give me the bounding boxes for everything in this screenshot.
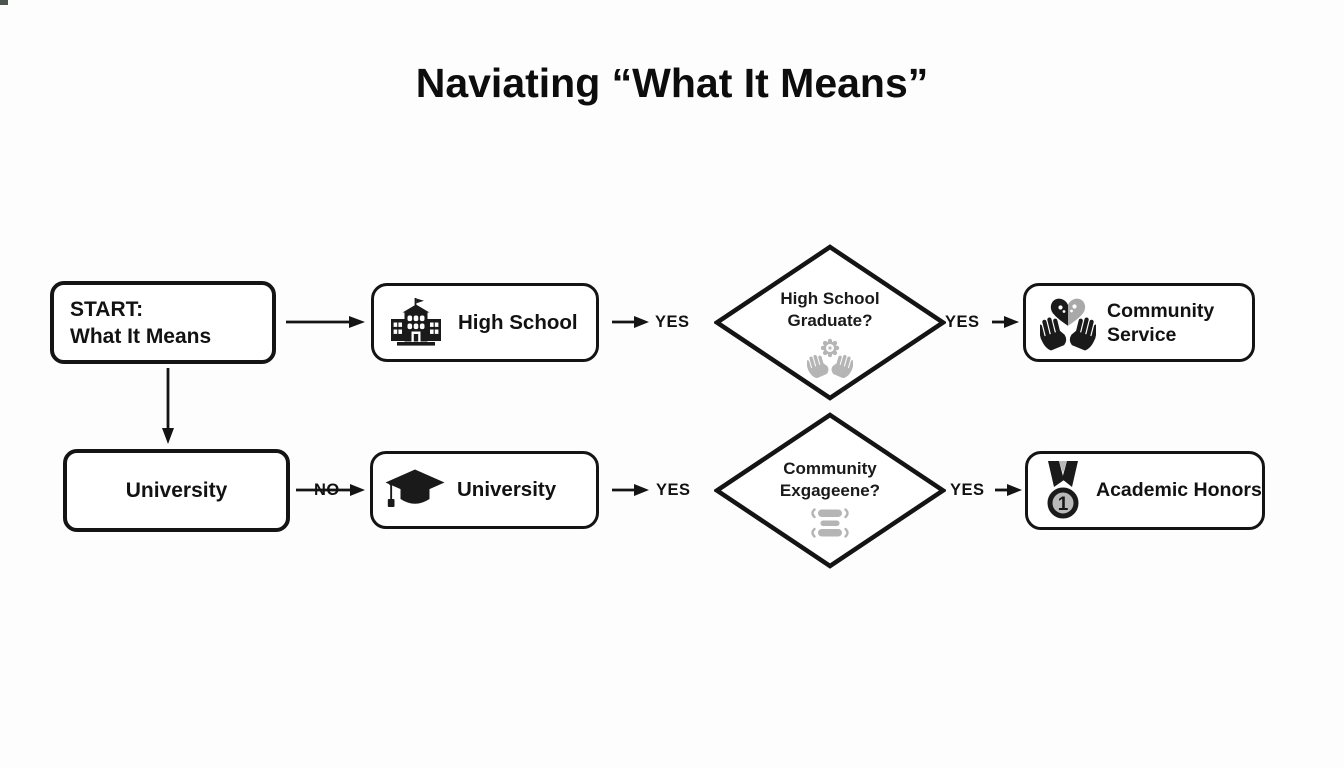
academic-honors-node: 1 Academic Honors [1025,451,1265,530]
start-node-line2: What It Means [70,324,212,348]
decision1-line2: Graduate? [787,310,873,330]
edge-label-yes-4: YES [950,481,985,499]
hands-holding-badge-icon [807,338,853,378]
edge-artifact [0,0,8,5]
high-school-node: High School [371,283,599,362]
hands-holding-heart-icon [1040,292,1096,354]
academic-honors-label: Academic Honors [1096,479,1262,501]
university-label: University [457,478,557,501]
university-entry-node: University [63,449,290,532]
arrow-university-to-decision [612,484,649,496]
arrow-no-university [296,484,365,496]
arrow-start-to-university [162,368,174,444]
community-service-node: Community Service [1023,283,1255,362]
university-entry-label: University [125,478,228,502]
first-place-medal-icon: 1 [1041,460,1085,522]
page-title: Naviating “What It Means” [415,60,929,106]
edge-label-yes-1: YES [655,313,690,331]
edge-label-yes-2: YES [945,313,980,331]
edge-label-yes-3: YES [656,481,691,499]
graduation-cap-icon [384,468,446,512]
scroll-list-icon [808,507,852,540]
start-node: START: What It Means [50,281,276,364]
arrow-start-to-high-school [286,316,365,328]
decision2-line1: Community [783,458,877,478]
school-building-icon [387,297,445,349]
university-node: University [370,451,599,529]
high-school-label: High School [458,310,578,334]
edge-label-no: NO [314,481,340,499]
community-service-line1: Community [1107,299,1215,322]
arrow-decision-to-community-service [992,316,1019,328]
decision2-line2: Exgageene? [779,480,881,500]
medal-number: 1 [1058,494,1069,515]
arrow-high-school-to-decision [612,316,649,328]
decision-community-exgageene: Community Exgageene? [714,412,946,569]
arrow-decision-to-academic-honors [995,484,1022,496]
start-node-line1: START: [70,297,144,321]
decision-high-school-graduate: High School Graduate? [714,244,946,401]
decision1-line1: High School [780,288,880,308]
community-service-line2: Service [1107,323,1177,346]
